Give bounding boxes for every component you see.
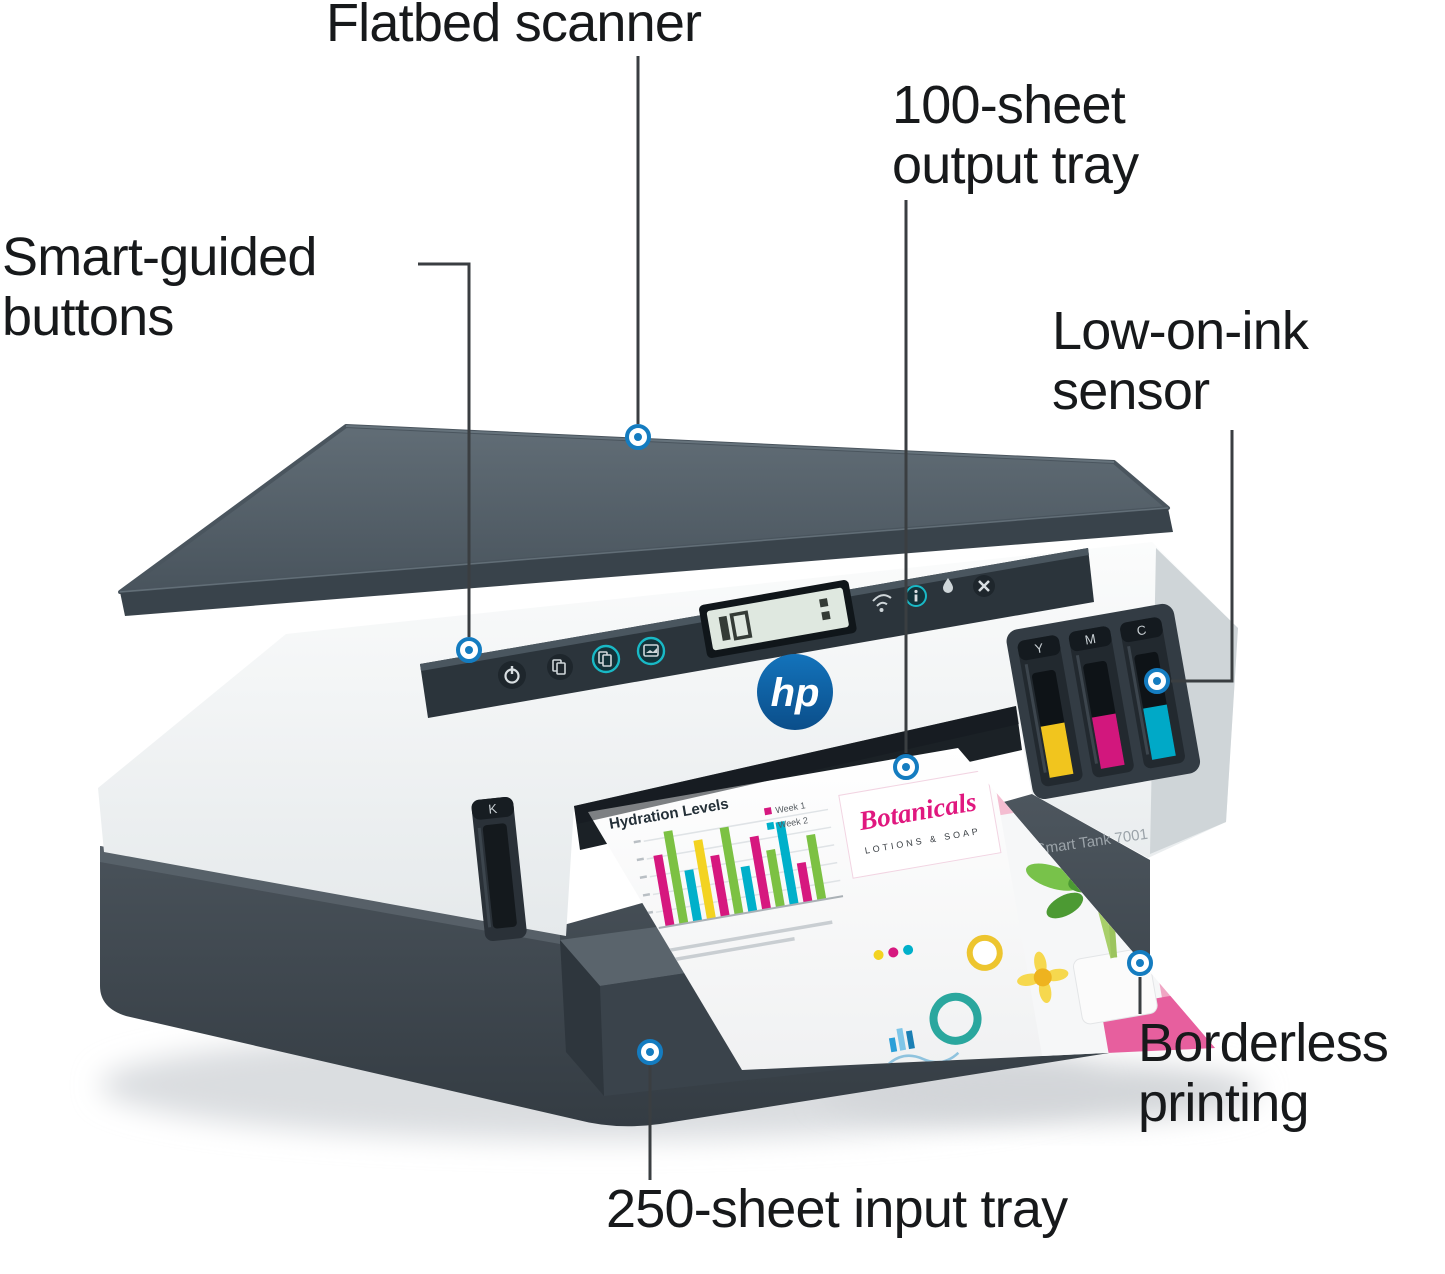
ink-drop-icon xyxy=(943,578,953,593)
ink-tank-panel: Y M C xyxy=(1006,603,1201,800)
callout-marker-low-on-ink-sensor xyxy=(1144,668,1170,694)
callout-dot xyxy=(902,763,910,771)
copy-button xyxy=(547,654,573,680)
callout-marker-borderless-printing xyxy=(1127,950,1153,976)
status-display xyxy=(699,580,857,659)
callout-dot xyxy=(465,646,473,654)
hp-logo: hp xyxy=(757,654,833,730)
ink-tank-magenta: M xyxy=(1068,626,1134,778)
callout-dot xyxy=(1136,959,1144,967)
ink-tank-black: K xyxy=(471,796,527,942)
flower-icon xyxy=(1017,951,1069,1004)
callout-marker-flatbed-scanner xyxy=(625,424,651,450)
page-brand-card: Botanicals LOTIONS & SOAP xyxy=(838,769,1002,879)
svg-text:M: M xyxy=(1084,631,1097,648)
cancel-button xyxy=(973,575,995,597)
power-button xyxy=(498,661,526,689)
page-chart: Hydration Levels xyxy=(608,795,1003,1066)
callout-marker-smart-guided-buttons xyxy=(456,637,482,663)
scan-button xyxy=(636,636,666,666)
callout-label-flatbed-scanner: Flatbed scanner xyxy=(326,0,702,53)
ink-tank-yellow: Y xyxy=(1017,635,1083,787)
callout-marker-output-tray xyxy=(893,754,919,780)
callout-label-input-tray: 250-sheet input tray xyxy=(606,1179,1068,1239)
svg-text:K: K xyxy=(488,801,499,817)
callout-dot xyxy=(646,1048,654,1056)
callout-dot xyxy=(1153,677,1161,685)
callout-dot xyxy=(634,433,642,441)
color-copy-button xyxy=(591,644,621,674)
callout-label-borderless-printing: Borderless printing xyxy=(1138,1013,1389,1133)
svg-text:Y: Y xyxy=(1034,640,1045,656)
callout-label-output-tray: 100-sheet output tray xyxy=(892,75,1139,195)
svg-text:C: C xyxy=(1136,622,1148,638)
callout-label-low-on-ink-sensor: Low-on-ink sensor xyxy=(1052,301,1309,421)
info-button xyxy=(905,585,927,607)
svg-text:hp: hp xyxy=(771,671,820,715)
wifi-icon xyxy=(872,594,892,612)
control-panel xyxy=(420,548,1094,718)
callout-marker-input-tray xyxy=(637,1039,663,1065)
callout-label-smart-guided-buttons: Smart-guided buttons xyxy=(2,227,317,347)
